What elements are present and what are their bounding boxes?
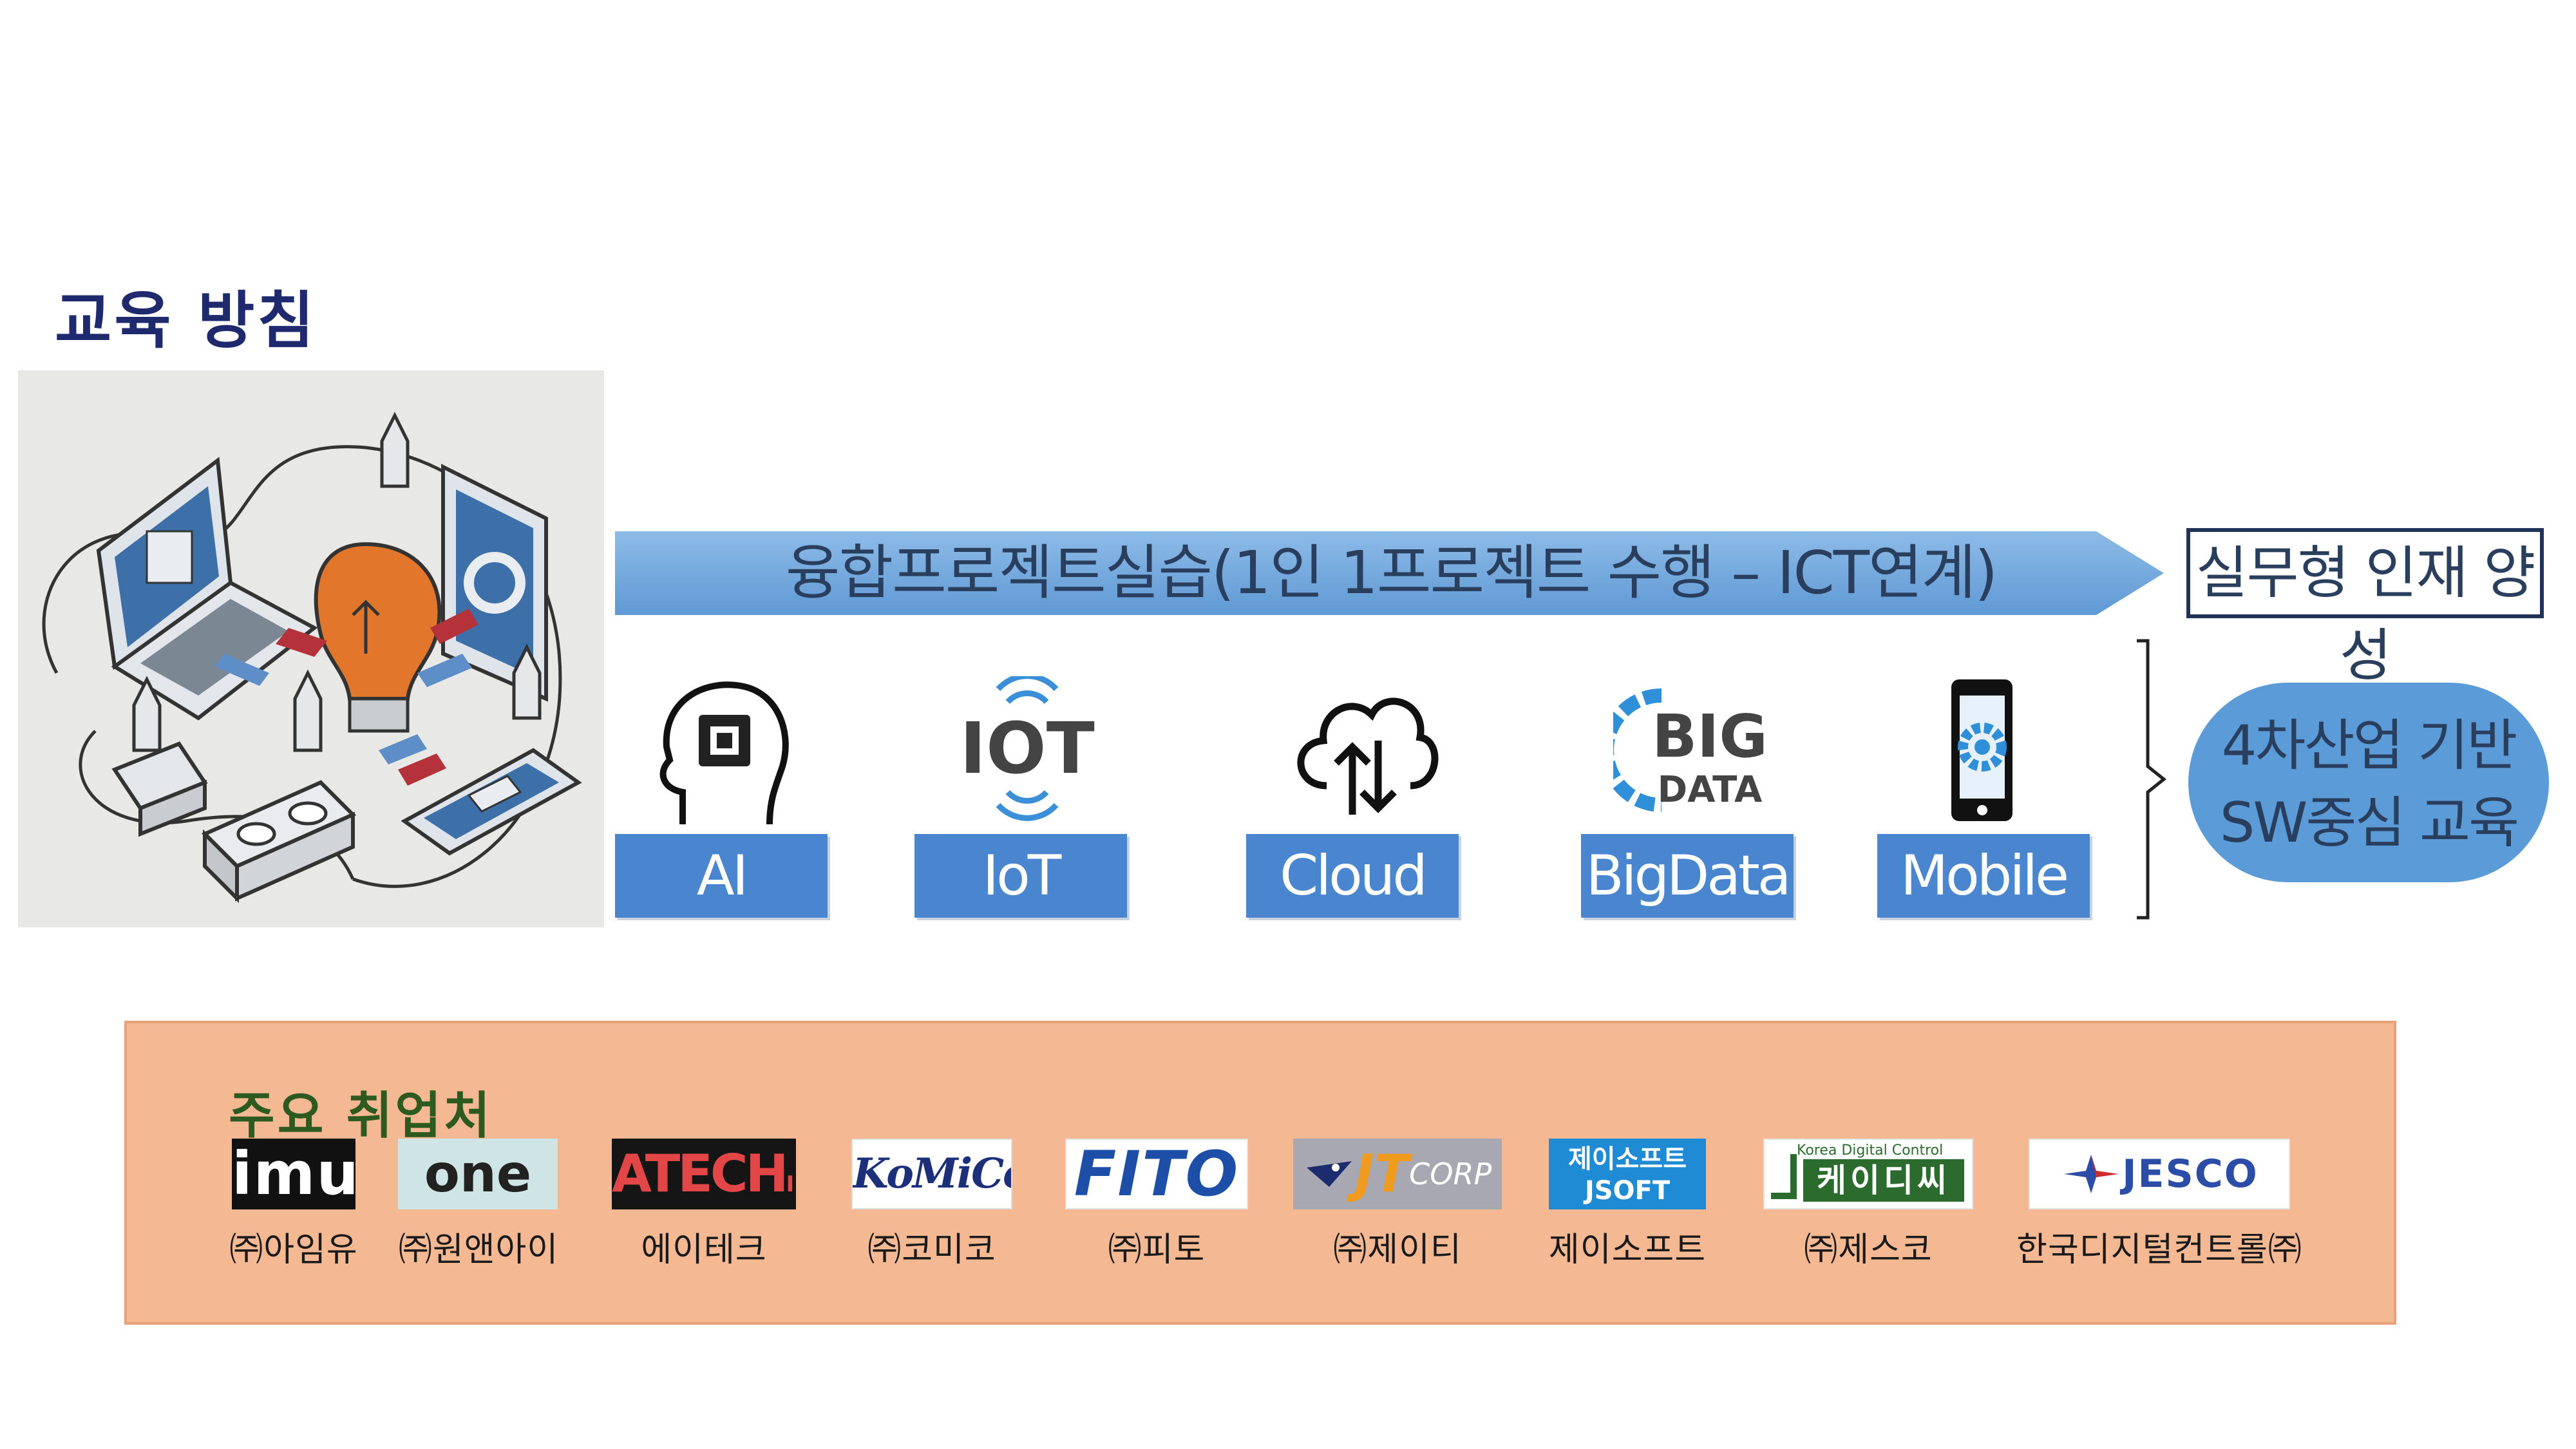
arrows-icon: [214, 609, 478, 786]
mobile-icon: [1951, 679, 2012, 821]
logo-jsoft: 제이소프트 JSOFT: [1549, 1139, 1706, 1209]
company-name-kdc: ㈜제스코: [1804, 1231, 1933, 1269]
socket-icon: [201, 780, 357, 904]
logo-kdc: Korea Digital Control 케이디씨: [1763, 1139, 1973, 1209]
pill-line-1: 4차산업 기반: [2221, 714, 2518, 778]
project-banner-arrow: [615, 531, 2164, 615]
logo-kdc-small: Korea Digital Control: [1797, 1142, 1944, 1159]
company-name-fito: ㈜피토: [1108, 1231, 1206, 1269]
company-name-jsoft: 제이소프트: [1548, 1231, 1707, 1269]
bigdata-icon-data: DATA: [1658, 769, 1763, 811]
logo-atech: ATECHINC: [612, 1139, 796, 1209]
logo-jesco: JESCO: [2029, 1139, 2290, 1209]
logo-jtcorp: JTCORP: [1293, 1139, 1502, 1209]
logo-jtcorp-corp: CORP: [1409, 1157, 1492, 1191]
company-name-jtcorp: ㈜제이티: [1333, 1231, 1462, 1269]
monitor-icon: [441, 464, 548, 702]
logo-oneni-text-a: one: [424, 1144, 532, 1204]
tech-label-cloud: Cloud: [1246, 834, 1459, 918]
logo-kdc-mark: [1771, 1154, 1797, 1199]
illustration-graphic: [42, 412, 582, 904]
logo-oneni: oneni: [398, 1139, 558, 1209]
logo-jsoft-korean: 제이소프트: [1568, 1144, 1687, 1174]
logo-imu-text: imu: [232, 1139, 355, 1208]
logo-jesco-text: JESCO: [2122, 1151, 2259, 1197]
logo-imu: imu: [232, 1139, 355, 1209]
logo-komico-text: KoMiCo: [853, 1150, 1012, 1198]
cloud-icon: [1297, 697, 1439, 815]
company-name-imu: ㈜아임유: [229, 1231, 358, 1269]
logo-kdc-text: 케이디씨: [1803, 1159, 1964, 1202]
tech-label-iot: IoT: [914, 834, 1127, 918]
rocket-icons: [132, 412, 542, 752]
iot-icon: IOT: [960, 676, 1095, 821]
lightbulb-icon: [314, 542, 442, 733]
logo-komico: KoMiCo: [851, 1139, 1012, 1209]
logo-atech-text: ATECH: [612, 1144, 789, 1204]
company-name-komico: ㈜코미코: [867, 1231, 996, 1269]
plug-icon: [111, 741, 208, 837]
pill-line-2: SW중심 교육: [2219, 791, 2519, 855]
tech-label-ai: AI: [615, 834, 828, 918]
logo-jtcorp-text: JT: [1354, 1144, 1410, 1204]
page-title: 교육 방침: [55, 285, 317, 357]
tech-label-bigdata: BigData: [1581, 834, 1794, 918]
logo-fito: FITO: [1065, 1139, 1248, 1209]
ai-head-icon: [659, 681, 789, 824]
bracket-icon: [2137, 639, 2167, 920]
innovation-illustration: [18, 370, 604, 927]
project-banner-text: 융합프로젝트실습(1인 1프로젝트 수행 – ICT연계): [785, 538, 1998, 607]
laptop-icon: [96, 457, 318, 721]
logo-fito-text: FITO: [1074, 1139, 1240, 1209]
logo-jsoft-english: JSOFT: [1584, 1176, 1671, 1206]
phone-icon: [401, 748, 582, 856]
jesco-star-icon: [2064, 1155, 2119, 1193]
bigdata-icon: BIG DATA: [1613, 688, 1768, 812]
company-name-jesco: 한국디지털컨트롤㈜: [2016, 1231, 2302, 1269]
iot-icon-text: IOT: [960, 707, 1094, 790]
bigdata-icon-big: BIG: [1652, 702, 1768, 771]
employers-title: 주요 취업처: [229, 1087, 493, 1145]
company-name-atech: 에이테크: [641, 1231, 767, 1269]
jt-bird-icon: [1306, 1161, 1352, 1187]
practical-talent-box: 실무형 인재 양성: [2186, 528, 2544, 688]
tech-label-mobile: Mobile: [1877, 834, 2090, 918]
company-name-oneni: ㈜원앤아이: [398, 1231, 559, 1269]
industry-education-pill: 4차산업 기반 SW중심 교육: [2188, 683, 2549, 882]
logo-atech-inc: INC: [786, 1171, 796, 1197]
